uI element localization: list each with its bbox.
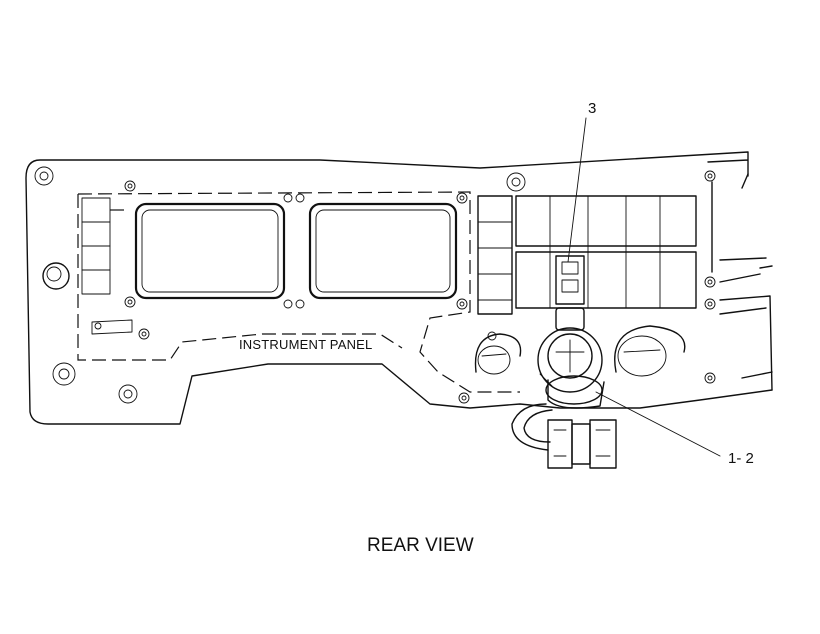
left-switch-bank (81, 197, 130, 295)
panel-right-edge (711, 173, 773, 391)
left-gauge-window-inner (141, 209, 279, 293)
right-gauge-window (308, 202, 458, 300)
panel-screws (34, 166, 716, 404)
leader-line-3 (567, 117, 587, 263)
leader-line-1-2 (595, 391, 721, 457)
callout-label-3: 3 (588, 100, 597, 117)
left-gauge-window (134, 202, 286, 300)
panel-inner-outline (77, 191, 520, 393)
callout-label-1-2: 1- 2 (728, 450, 754, 467)
wiring-harness (511, 403, 617, 469)
rocker-switch-grid (477, 195, 697, 315)
lower-round-plugs (474, 325, 686, 377)
view-caption: REAR VIEW (367, 535, 474, 556)
panel-outline (25, 151, 773, 425)
right-gauge-window-inner (315, 209, 451, 293)
instrument-panel-label: INSTRUMENT PANEL (239, 337, 373, 352)
key-start-switch (537, 307, 605, 409)
left-panel-connector (42, 262, 133, 335)
